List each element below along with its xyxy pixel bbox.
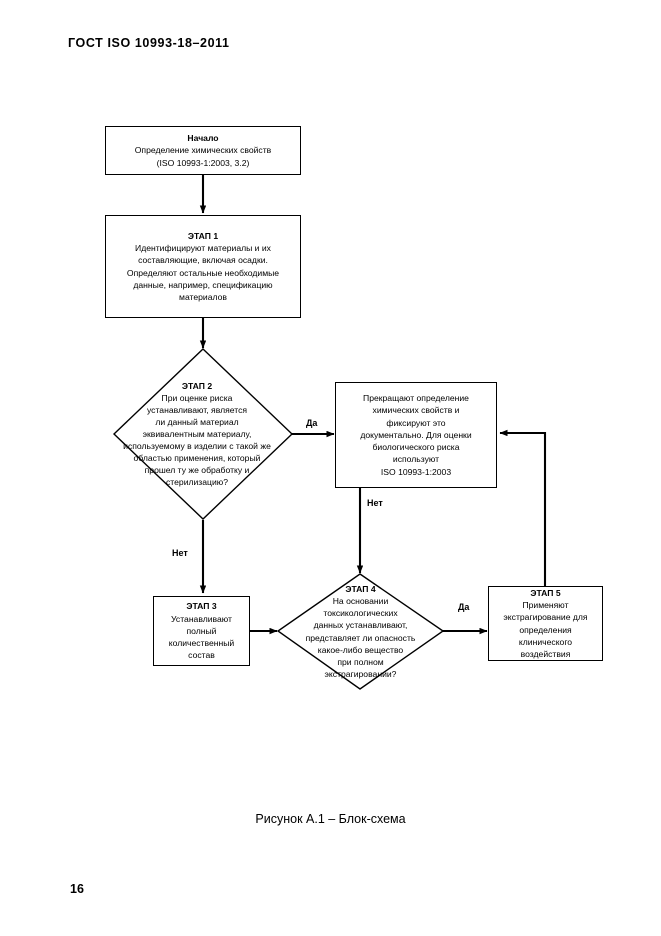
node-stage2-line8: стерилизацию? [166,477,228,488]
node-stage2-title: ЭТАП 2 [181,380,213,391]
node-stage4-title: ЭТАП 4 [345,584,376,595]
node-start-title: Начало [187,133,219,144]
node-stop-line6: используют [392,454,440,465]
edge-label-stage2-no: Нет [172,548,188,558]
node-stop-line1: Прекращают определение [363,393,469,404]
page-number: 16 [70,882,84,896]
node-stage1-line1: Идентифицируют материалы и их [135,243,271,254]
node-stage1-line4: данные, например, спецификацию [133,279,273,290]
node-stage5-line4: клинического [518,636,573,647]
node-stop-line2: химических свойств и [372,405,460,416]
edge-label-stage4-yes: Да [458,602,470,612]
node-stage2-line4: эквивалентным материалу, [142,428,252,439]
node-stage2-line1: При оценке риска [161,392,233,403]
node-stage4[interactable]: ЭТАП 4 На основании токсикологических да… [276,573,445,690]
node-stage2-line5: используемому в изделии с такой же [123,441,271,452]
node-stop-line7: ISO 10993-1:2003 [380,466,452,477]
node-stage5-title: ЭТАП 5 [530,587,561,598]
node-stage3-line1: Устанавливают [171,613,232,624]
node-stage1-line3: Определяют остальные необходимые [126,267,280,278]
node-stage2-text: ЭТАП 2 При оценке риска устанавливают, я… [113,348,293,520]
node-stage2-line2: устанавливают, является [146,404,248,415]
node-stop-evaluation[interactable]: Прекращают определение химических свойст… [335,382,497,488]
node-stage3-line2: полный [186,625,217,636]
node-stage5-line1: Применяют [522,600,569,611]
node-start[interactable]: Начало Определение химических свойств (I… [105,126,301,175]
node-start-line2: (ISO 10993-1:2003, 3.2) [156,157,250,168]
node-stage5[interactable]: ЭТАП 5 Применяют экстрагирование для опр… [488,586,603,661]
node-stage2-line7: прошел ту же обработку и [144,465,250,476]
node-stage3-line3: количественный [168,638,235,649]
node-stage4-line7: экстрагировании? [324,668,397,679]
node-stage1-line5: материалов [179,291,227,302]
node-stop-line5: биологического риска [372,442,460,453]
node-stage1-line2: составляющие, включая осадки. [138,255,268,266]
node-stage5-line3: определения [519,624,572,635]
node-stage4-line3: данных устанавливают, [313,620,408,631]
node-stage3[interactable]: ЭТАП 3 Устанавливают полный количественн… [153,596,250,666]
node-stage4-text: ЭТАП 4 На основании токсикологических да… [277,573,444,690]
document-header: ГОСТ ISO 10993-18–2011 [68,36,230,50]
node-stage2-line3: ли данный материал [155,416,239,427]
node-stage1-title: ЭТАП 1 [187,230,219,241]
node-stage4-line6: при полном [337,656,384,667]
node-stage4-line4: представляет ли опасность [305,632,416,643]
node-stage4-line1: На основании [332,596,389,607]
node-stage1[interactable]: ЭТАП 1 Идентифицируют материалы и их сос… [105,215,301,318]
node-stage5-line5: воздействия [520,648,571,659]
node-stop-line4: документально. Для оценки [360,429,472,440]
node-stage5-line2: экстрагирование для [503,612,588,623]
node-stage2[interactable]: ЭТАП 2 При оценке риска устанавливают, я… [112,348,294,520]
node-stage2-line6: областью применения, который [133,453,261,464]
edge-label-stop-no: Нет [367,498,383,508]
node-stage3-title: ЭТАП 3 [186,601,217,612]
figure-caption: Рисунок А.1 – Блок-схема [255,812,406,826]
node-stage4-line5: какое-либо вещество [317,644,404,655]
node-stage3-line4: состав [188,650,215,661]
edge-label-stage2-yes: Да [306,418,318,428]
node-stop-line3: фиксируют это [386,417,446,428]
node-start-line1: Определение химических свойств [134,145,272,156]
node-stage4-line2: токсикологических [323,608,398,619]
